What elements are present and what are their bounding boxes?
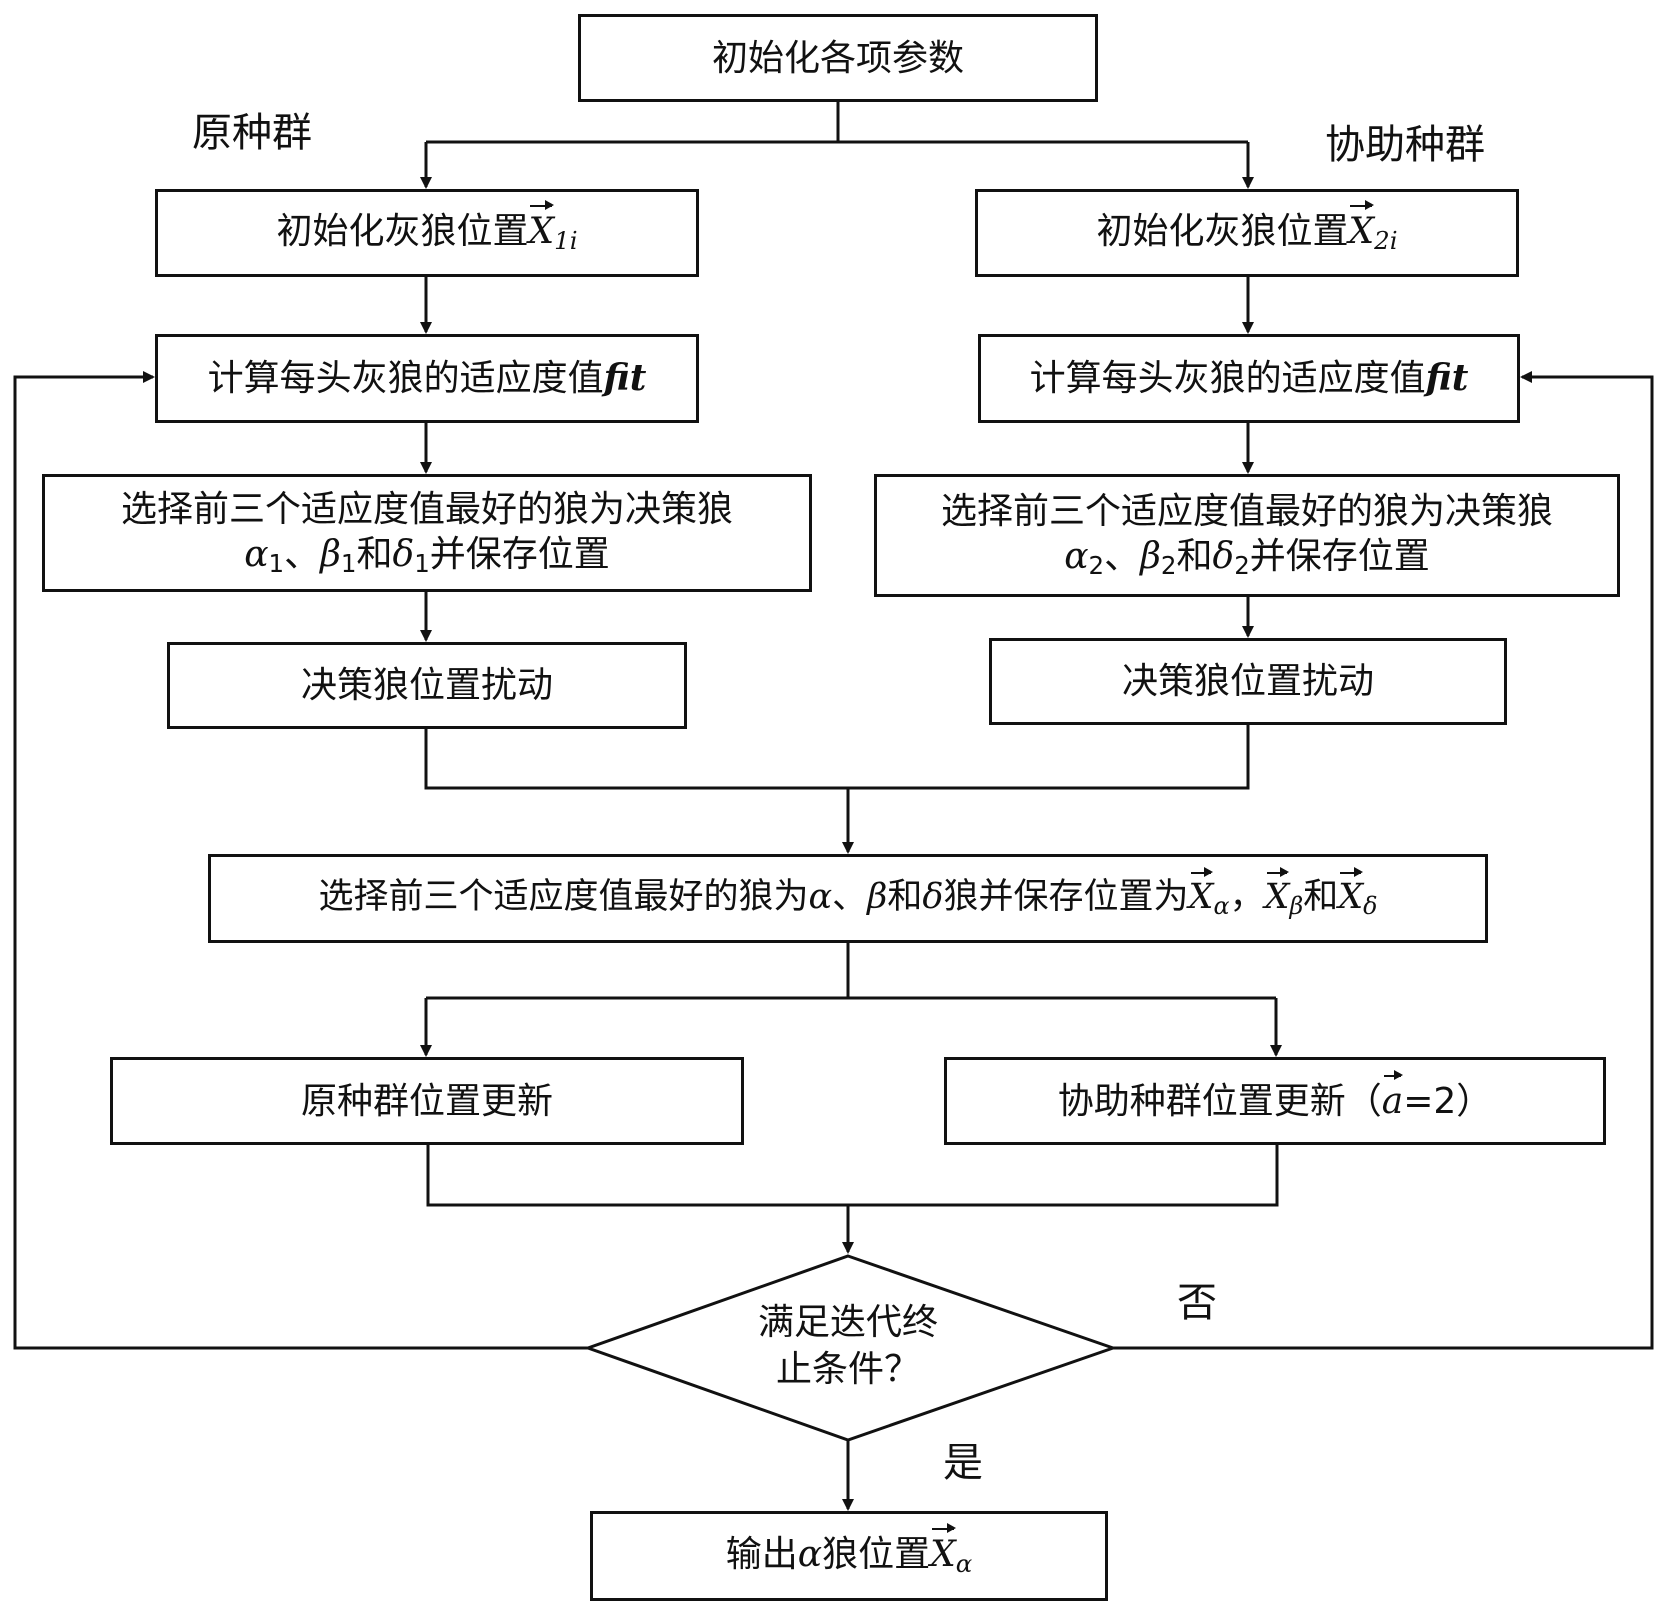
- vector-x-symbol: X: [528, 200, 555, 253]
- separator: 、: [284, 533, 321, 575]
- connector: [424, 725, 1250, 790]
- subscript: 2: [1160, 551, 1177, 581]
- output-box: 输出α狼位置Xα: [590, 1511, 1108, 1601]
- feedback-loop-right: [1113, 371, 1654, 1350]
- vector-a-symbol: a: [1381, 1069, 1404, 1122]
- global-select-mid: 狼并保存位置为: [943, 876, 1189, 917]
- no-label: 否: [1177, 1280, 1217, 1326]
- delta-symbol: δ: [1212, 536, 1235, 578]
- and-text: 和: [1303, 876, 1339, 917]
- beta-symbol: β: [867, 876, 888, 917]
- subscript: 1i: [554, 226, 578, 256]
- right-update-box: 协助种群位置更新（a=2）: [944, 1057, 1606, 1145]
- init-params-box: 初始化各项参数: [578, 14, 1098, 102]
- delta-symbol: δ: [392, 533, 415, 575]
- left-select-tail: 并保存位置: [429, 533, 610, 575]
- output-mid: 狼位置: [822, 1534, 931, 1576]
- subscript: 2i: [1374, 226, 1398, 256]
- decision-line1: 满足迭代终: [757, 1302, 938, 1343]
- left-select-line1: 选择前三个适应度值最好的狼为决策狼: [120, 488, 733, 530]
- right-select-box: 选择前三个适应度值最好的狼为决策狼 α2、β2和δ2并保存位置: [874, 474, 1620, 597]
- subscript: β: [1289, 891, 1304, 920]
- subscript: 2: [1088, 551, 1105, 581]
- and-text: 和: [887, 876, 923, 917]
- right-perturb-text: 决策狼位置扰动: [1121, 661, 1374, 702]
- right-select-tail: 并保存位置: [1249, 536, 1430, 578]
- decision-text: 满足迭代终 止条件？: [728, 1300, 968, 1394]
- subscript: 2: [1234, 551, 1250, 581]
- connector: [426, 1145, 1279, 1207]
- fit-symbol: fit: [1425, 357, 1469, 399]
- separator: 、: [1104, 536, 1141, 578]
- separator: 、: [832, 876, 868, 917]
- left-update-box: 原种群位置更新: [110, 1057, 744, 1145]
- subscript: 1: [414, 548, 430, 578]
- yes-label: 是: [943, 1440, 983, 1486]
- right-update-prefix: 协助种群位置更新（: [1057, 1080, 1382, 1122]
- fit-symbol: fit: [603, 357, 647, 399]
- decision-line2: 止条件？: [775, 1348, 920, 1390]
- left-population-label: 原种群: [192, 110, 312, 156]
- beta-symbol: β: [1140, 536, 1161, 578]
- left-select-box: 选择前三个适应度值最好的狼为决策狼 α1、β1和δ1并保存位置: [42, 474, 812, 592]
- subscript: α: [955, 1549, 973, 1579]
- left-init-box: 初始化灰狼位置X1i: [155, 189, 699, 277]
- vector-x-alpha: X: [930, 1523, 956, 1576]
- output-prefix: 输出: [725, 1534, 798, 1576]
- subscript: 1: [268, 548, 285, 578]
- alpha-symbol: α: [797, 1534, 823, 1576]
- vector-x-alpha: X: [1189, 866, 1213, 920]
- vector-x-delta: X: [1338, 866, 1363, 920]
- right-population-label: 协助种群: [1325, 122, 1485, 168]
- right-select-line1: 选择前三个适应度值最好的狼为决策狼: [940, 491, 1553, 533]
- left-fitness-box: 计算每头灰狼的适应度值fit: [155, 334, 699, 423]
- right-fitness-box: 计算每头灰狼的适应度值fit: [978, 334, 1520, 423]
- left-perturb-box: 决策狼位置扰动: [167, 642, 687, 729]
- subscript: δ: [1363, 891, 1378, 920]
- left-fitness-text: 计算每头灰狼的适应度值: [207, 358, 604, 399]
- alpha-symbol: α: [808, 876, 833, 917]
- right-update-rest: =2）: [1403, 1080, 1493, 1122]
- left-perturb-text: 决策狼位置扰动: [300, 665, 553, 706]
- alpha-symbol: α: [1064, 536, 1089, 578]
- right-init-box: 初始化灰狼位置X2i: [975, 189, 1519, 277]
- left-update-text: 原种群位置更新: [300, 1080, 553, 1122]
- and-text: 和: [1176, 536, 1213, 578]
- init-params-text: 初始化各项参数: [711, 37, 964, 79]
- comma: ，: [1229, 876, 1265, 917]
- vector-x-symbol: X: [1348, 200, 1375, 253]
- right-init-text: 初始化灰狼位置: [1096, 211, 1349, 253]
- and-text: 和: [356, 533, 393, 575]
- left-init-text: 初始化灰狼位置: [276, 211, 529, 253]
- delta-symbol: δ: [922, 876, 944, 917]
- global-select-box: 选择前三个适应度值最好的狼为α、β和δ狼并保存位置为Xα，Xβ和Xδ: [208, 854, 1488, 943]
- subscript: 1: [340, 548, 357, 578]
- beta-symbol: β: [320, 533, 341, 575]
- right-fitness-text: 计算每头灰狼的适应度值: [1029, 358, 1426, 399]
- feedback-loop-left: [13, 371, 588, 1350]
- subscript: α: [1213, 891, 1230, 920]
- global-select-prefix: 选择前三个适应度值最好的狼为: [318, 876, 809, 917]
- right-perturb-box: 决策狼位置扰动: [989, 638, 1507, 725]
- vector-x-beta: X: [1265, 866, 1289, 920]
- alpha-symbol: α: [244, 533, 269, 575]
